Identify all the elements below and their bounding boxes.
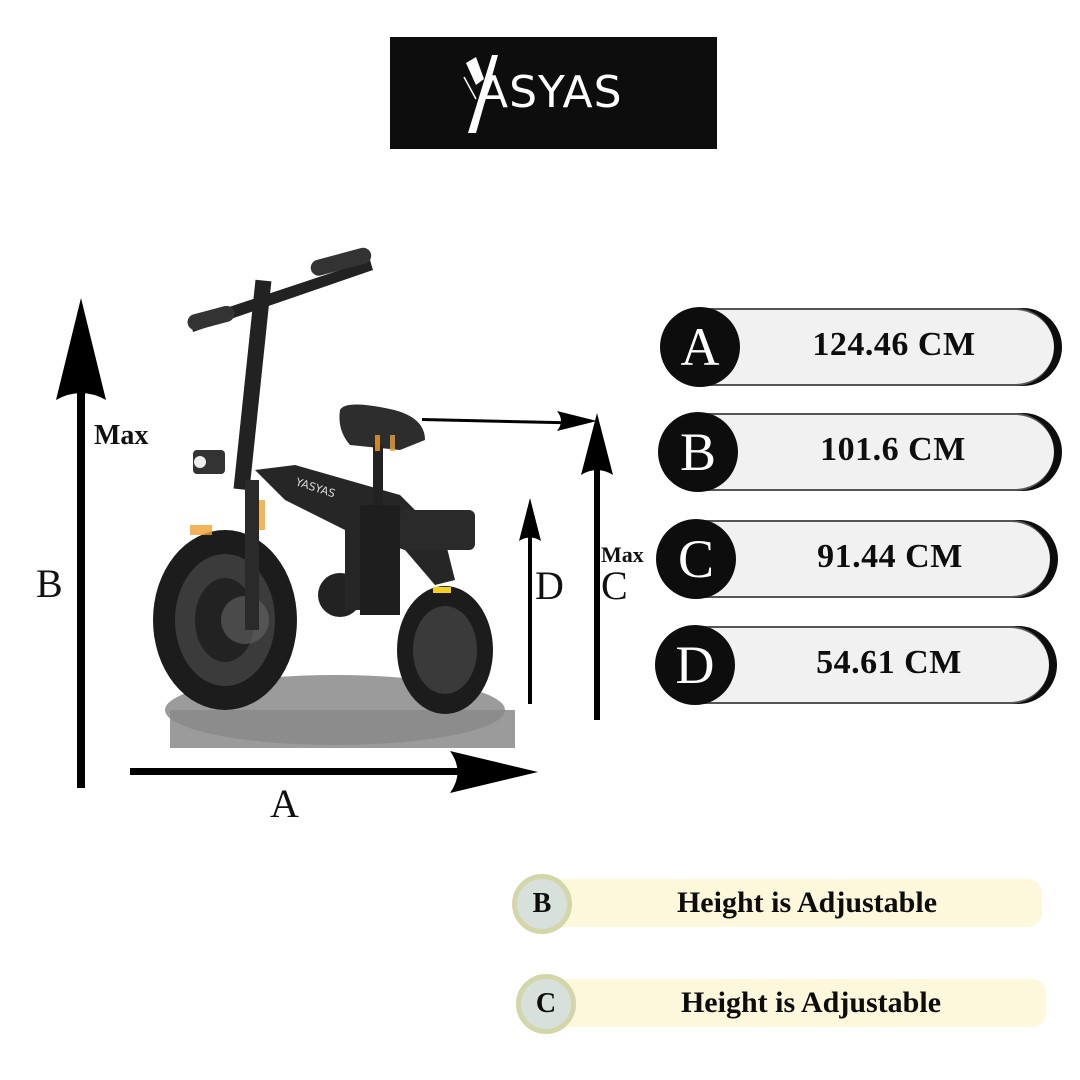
arrow-b-max-label: Max	[94, 420, 149, 451]
arrow-a-head-icon	[450, 751, 538, 793]
arrow-c-max-label: Max	[601, 542, 644, 567]
dimension-c-pill: C 91.44 CM	[656, 519, 1058, 599]
note-b-text: Height is Adjustable	[676, 886, 938, 919]
arrow-d-label: D	[535, 563, 564, 608]
note-c-badge: C	[516, 974, 576, 1034]
logo-y-mark-icon	[463, 55, 498, 133]
ebike-product-image: YASYAS	[153, 247, 515, 748]
dimension-c-badge: C	[656, 519, 736, 599]
dimension-a-badge: A	[660, 307, 740, 387]
arrow-d-shaft	[528, 530, 532, 704]
arrow-c-label: C	[601, 563, 628, 608]
arrow-d-head-icon	[519, 498, 541, 541]
dimension-a-value: 124.46 CM	[812, 326, 976, 363]
dimension-c-value: 91.44 CM	[817, 538, 963, 575]
note-b-adjustable: B Height is Adjustable	[512, 874, 1042, 934]
arrow-b-head-icon	[56, 298, 106, 400]
arrow-a-shaft	[130, 768, 470, 775]
arrow-c-head-icon	[581, 413, 613, 475]
dimension-a-pill: A 124.46 CM	[660, 307, 1062, 387]
arrow-c-shaft	[594, 460, 600, 720]
seat-pointer-head-icon	[557, 411, 597, 431]
arrow-a-label: A	[270, 781, 299, 826]
dimension-d-pill: D 54.61 CM	[655, 625, 1057, 705]
arrow-b-label: B	[36, 561, 63, 606]
dimension-b-badge: B	[658, 412, 738, 492]
dimension-b-value: 101.6 CM	[820, 431, 966, 468]
brand-logo: ASYAS	[390, 37, 717, 149]
note-c-adjustable: C Height is Adjustable	[516, 974, 1046, 1034]
logo-text: ASYAS	[478, 67, 623, 118]
dimension-d-badge: D	[655, 625, 735, 705]
note-c-text: Height is Adjustable	[680, 986, 942, 1019]
dimension-d-value: 54.61 CM	[816, 644, 962, 681]
note-b-badge: B	[512, 874, 572, 934]
arrow-b-shaft	[77, 390, 85, 788]
dimension-b-pill: B 101.6 CM	[658, 412, 1062, 492]
